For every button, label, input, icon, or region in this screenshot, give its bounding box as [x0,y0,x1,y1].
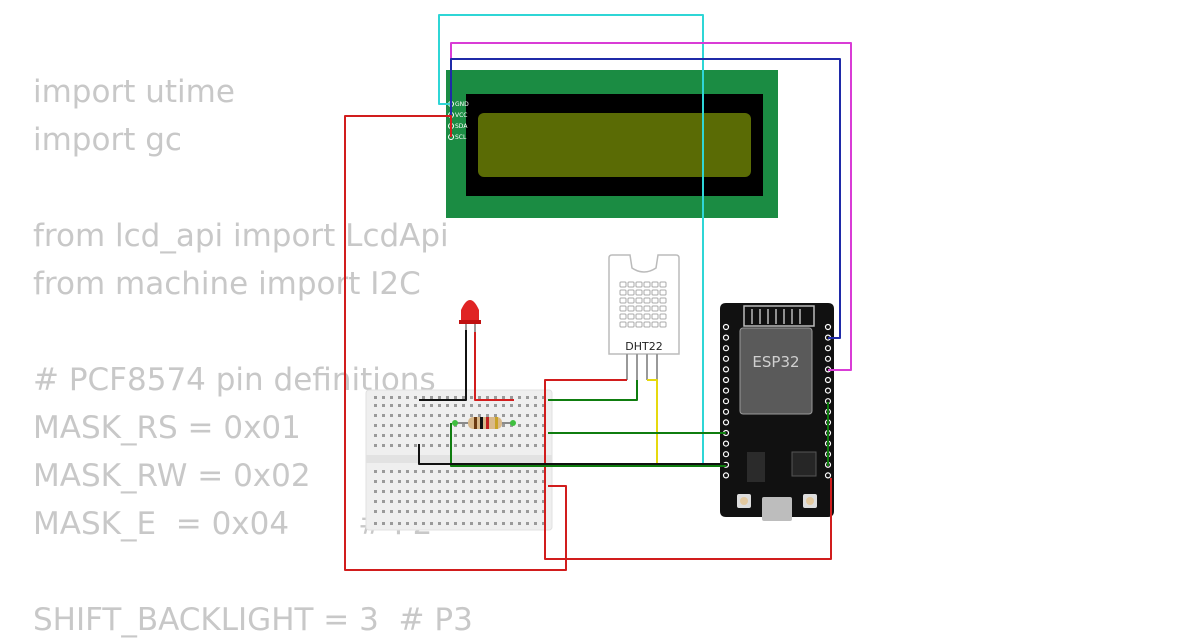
dht-body [608,254,680,355]
esp32-usb-chip [791,451,817,477]
wire-red-led [474,332,514,401]
led-rim [459,320,481,324]
lcd-pin-label: SCL [455,134,467,141]
lcd-pin-label: GND [455,101,469,108]
esp32-board[interactable]: ESP32 [720,303,834,521]
dht-vent-grid [619,281,667,328]
circuit-diagram: GND VCC SDA SCL DHT22 [344,14,852,571]
esp32-antenna [743,305,815,327]
code-line: import utime [33,74,235,110]
esp32-regulator [747,452,765,482]
usb-port[interactable] [762,497,792,521]
lcd-screen [478,113,751,177]
breadboard-channel [366,455,552,463]
wires [344,14,852,571]
code-line: MASK_E = 0x04 # P2 [33,506,433,542]
wire-green-resistor [450,423,726,467]
resistor[interactable] [452,417,516,429]
esp32-module [739,327,813,415]
code-line: import gc [33,122,182,158]
red-led[interactable] [459,300,481,332]
lcd-pin-label: VCC [455,112,467,119]
wire-yellow-gpio [647,379,726,465]
breadboard[interactable] [365,389,553,531]
wire-black-led [419,330,467,401]
wire-green-data [548,380,638,401]
wire-red-power-bottom [544,478,832,560]
esp32-pin-header [722,323,832,479]
code-line: # PCF8574 pin definitions [33,362,436,398]
wire-blue-sda [450,58,841,339]
code-line: from machine import I2C [33,266,421,302]
dht22-sensor[interactable]: DHT22 [608,254,680,380]
wire-red-power [544,379,627,488]
dht-label: DHT22 [625,340,662,353]
lcd-display[interactable]: GND VCC SDA SCL [446,70,778,218]
lcd-pin-label: SDA [455,123,468,130]
wire-red-scl [344,115,567,571]
wire-black-gnd [418,444,726,465]
led-bulb [461,300,479,322]
esp32-label: ESP32 [752,353,799,371]
code-line: from lcd_api import LcdApi [33,218,449,254]
